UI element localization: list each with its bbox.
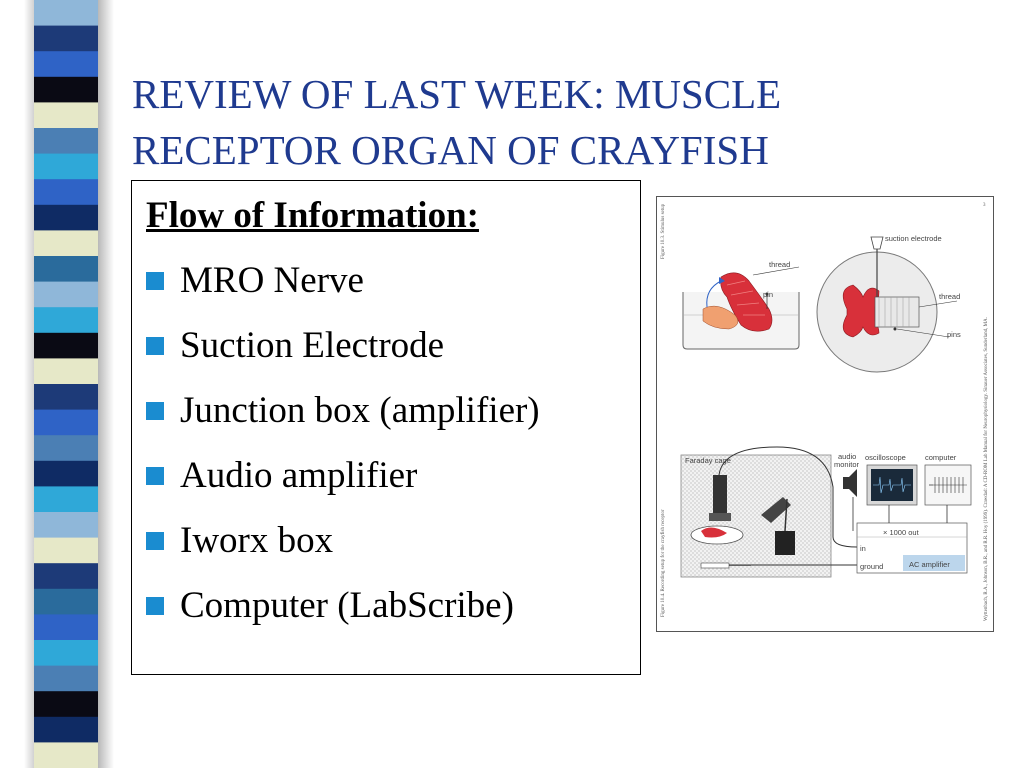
top-side-caption: Figure 10.3. Stimulus setup [661, 203, 666, 259]
bullet-square-icon [146, 337, 164, 355]
decorative-stripe [34, 0, 98, 768]
audio-monitor-icon [843, 469, 857, 497]
stripe-band [34, 76, 98, 103]
bullet-item: Iworx box [146, 519, 640, 563]
stripe-band [34, 204, 98, 231]
title-line-1: REVIEW OF LAST WEEK: MUSCLE [132, 71, 782, 117]
bullet-item: Suction Electrode [146, 324, 640, 368]
stripe-band [34, 0, 98, 27]
bullet-text: Junction box (amplifier) [180, 390, 540, 431]
bullet-square-icon [146, 597, 164, 615]
stripe-band [34, 460, 98, 487]
bullet-square-icon [146, 532, 164, 550]
bullet-item: MRO Nerve [146, 259, 640, 303]
audio-monitor-label-1: audio [838, 452, 856, 461]
title-line-2: RECEPTOR ORGAN OF CRAYFISH [132, 127, 769, 173]
bottom-side-caption: Figure 10.4. Recording setup for the cra… [661, 509, 666, 617]
bullet-square-icon [146, 467, 164, 485]
computer-icon [924, 464, 972, 506]
oscilloscope-label: oscilloscope [865, 453, 906, 462]
stripe-band [34, 512, 98, 539]
bullet-text: MRO Nerve [180, 260, 364, 301]
stripe-band [34, 307, 98, 334]
stripe-band [34, 435, 98, 462]
audio-monitor-label-2: monitor [834, 460, 860, 469]
stripe-band [34, 537, 98, 564]
dish-top-view [816, 236, 958, 373]
stripe-band [34, 614, 98, 641]
flow-heading: Flow of Information: [146, 195, 479, 236]
bullet-text: Iworx box [180, 520, 334, 561]
stripe-band [34, 25, 98, 52]
stripe-band [34, 665, 98, 692]
figure-credit: Wyttenbach, R.A., Johnson, B.R., and R.R… [984, 317, 989, 621]
stripe-band [34, 51, 98, 78]
faraday-cage-label: Faraday cage [685, 456, 731, 465]
stripe-shadow [24, 0, 34, 768]
stripe-band [34, 588, 98, 615]
oscilloscope-icon [866, 464, 918, 506]
stripe-band [34, 256, 98, 283]
stripe-band [34, 716, 98, 743]
bullet-item: Computer (LabScribe) [146, 584, 640, 628]
ground-label: ground [860, 562, 883, 571]
crayfish-setup-figure: 3 Figure 10.3. Stimulus setup Figure 10.… [656, 196, 994, 632]
stripe-shadow [98, 0, 114, 768]
stripe-band [34, 640, 98, 667]
stripe-band [34, 486, 98, 513]
gain-label: × 1000 out [883, 528, 920, 537]
ac-amplifier-box [852, 497, 968, 574]
pin-label: pin [763, 290, 773, 299]
stripe-band [34, 691, 98, 718]
figure-drawing: 3 Figure 10.3. Stimulus setup Figure 10.… [661, 203, 989, 621]
bullet-item: Audio amplifier [146, 454, 640, 498]
stripe-band [34, 153, 98, 180]
stripe-band [34, 384, 98, 411]
slide-title: REVIEW OF LAST WEEK: MUSCLE RECEPTOR ORG… [132, 66, 952, 178]
page-number: 3 [983, 203, 986, 208]
bullet-item: Junction box (amplifier) [146, 389, 640, 433]
bullet-text: Audio amplifier [180, 455, 418, 496]
in-label: in [860, 544, 866, 553]
bullet-square-icon [146, 272, 164, 290]
stripe-band [34, 358, 98, 385]
bullet-square-icon [146, 402, 164, 420]
stripe-band [34, 128, 98, 155]
suction-electrode-label: suction electrode [885, 234, 942, 243]
thread-label-left: thread [769, 260, 790, 269]
stripe-band [34, 742, 98, 768]
pins-label: pins [947, 330, 961, 339]
computer-label: computer [925, 453, 957, 462]
stripe-band [34, 563, 98, 590]
stripe-band [34, 230, 98, 257]
faraday-cage-illustration [680, 454, 832, 578]
stripe-band [34, 409, 98, 436]
bullet-text: Suction Electrode [180, 325, 445, 366]
stripe-band [34, 102, 98, 129]
thread-label-right: thread [939, 292, 960, 301]
stripe-band [34, 179, 98, 206]
dish-illustration [682, 266, 800, 350]
ac-amplifier-label: AC amplifier [909, 560, 950, 569]
stripe-band [34, 332, 98, 359]
bullet-text: Computer (LabScribe) [180, 585, 514, 626]
stripe-band [34, 281, 98, 308]
